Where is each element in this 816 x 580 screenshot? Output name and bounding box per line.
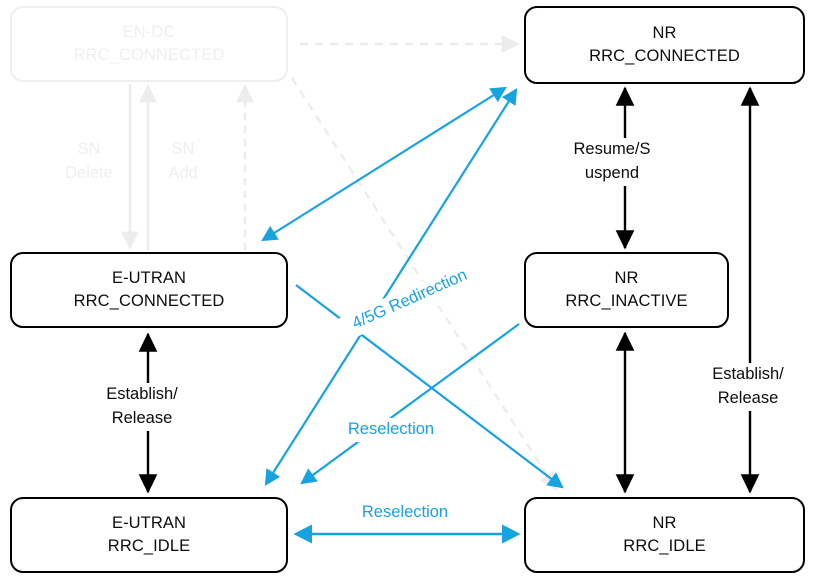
edge-label-line1: SN — [171, 140, 195, 158]
edge-label-line2: uspend — [584, 163, 640, 182]
node-label-line2: RRC_IDLE — [623, 537, 706, 555]
edge-label-resume-suspend: Resume/S uspend — [566, 138, 658, 186]
edge-label-sn-add: SN Add — [155, 138, 211, 186]
edge-label-line1: Reselection — [361, 503, 449, 521]
edge-label-line2: Delete — [65, 163, 113, 182]
edge-eutran-conn-to-nr-idle — [295, 284, 564, 489]
edge-label-line2: Add — [168, 163, 198, 182]
edge-eutran-conn-to-nr-conn — [261, 86, 507, 242]
edge-label-establish-release-left: Establish/ Release — [88, 383, 196, 431]
node-label-line1: NR — [652, 513, 677, 532]
edge-label-line2: Release — [717, 388, 779, 407]
node-nr-rrc-connected[interactable]: NR RRC_CONNECTED — [524, 6, 805, 84]
node-e-utran-rrc-connected[interactable]: E-UTRAN RRC_CONNECTED — [10, 252, 288, 328]
node-label-line1: NR — [652, 23, 677, 42]
node-label-line2: RRC_IDLE — [107, 537, 191, 555]
edge-label-reselection-diagonal: Reselection — [334, 418, 448, 442]
node-label-line1: NR — [614, 268, 639, 287]
edge-label-line1: SN — [77, 140, 101, 158]
edge-label-line1: Establish/ — [106, 385, 178, 403]
node-label-line1: E-UTRAN — [111, 513, 187, 532]
node-label-line1: EN-DC — [122, 22, 176, 41]
edge-label-line1: Resume/S — [573, 140, 651, 158]
node-nr-rrc-idle[interactable]: NR RRC_IDLE — [524, 497, 805, 573]
edge-label-establish-release-right: Establish/ Release — [694, 363, 802, 411]
edge-label-reselection-horizontal: Reselection — [348, 501, 462, 525]
edge-label-4-5g-redirection: 4/5G Redirection — [327, 254, 493, 346]
edge-label-line1: Establish/ — [712, 365, 784, 383]
edge-nr-inactive-to-eutran-idle — [300, 323, 520, 485]
node-nr-rrc-inactive[interactable]: NR RRC_INACTIVE — [524, 252, 729, 328]
node-label-line2: RRC_CONNECTED — [73, 46, 225, 64]
edge-label-sn-delete: SN Delete — [58, 138, 120, 186]
edge-label-line1: Reselection — [347, 420, 435, 438]
edge-label-line2: Release — [111, 408, 173, 427]
node-label-line2: RRC_CONNECTED — [73, 292, 225, 310]
node-label-line1: E-UTRAN — [111, 268, 187, 287]
node-e-utran-rrc-idle[interactable]: E-UTRAN RRC_IDLE — [10, 497, 288, 573]
edge-label-line1: 4/5G Redirection — [349, 265, 470, 333]
node-label-line2: RRC_CONNECTED — [589, 47, 740, 65]
node-en-dc-rrc-connected[interactable]: EN-DC RRC_CONNECTED — [10, 6, 288, 82]
node-label-line2: RRC_INACTIVE — [565, 292, 688, 310]
